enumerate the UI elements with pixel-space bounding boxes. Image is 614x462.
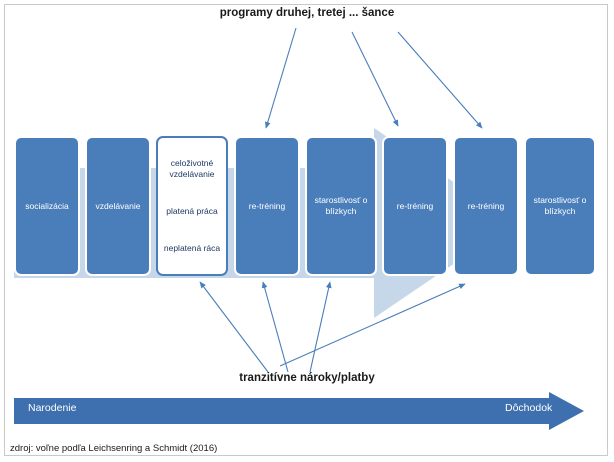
box-vzdelavanie-label: vzdelávanie (95, 200, 141, 211)
box-starostlivost-1[interactable]: starostlivosť o blízkych (305, 136, 377, 276)
box-starostlivost-2-label: starostlivosť o blízkych (533, 195, 587, 216)
lifecourse-box-row: socializácia vzdelávanie celoživotné vzd… (14, 136, 602, 276)
box-socializacia[interactable]: socializácia (14, 136, 80, 276)
title-top-label: programy druhej, tretej ... šance (219, 7, 395, 19)
box-re-trening-1[interactable]: re-tréning (234, 136, 300, 276)
box-starostlivost-1-label: starostlivosť o blízkych (314, 195, 368, 216)
box-re-trening-2-label: re-tréning (396, 200, 434, 211)
box-re-trening-3[interactable]: re-tréning (453, 136, 519, 276)
box-vzdelavanie[interactable]: vzdelávanie (85, 136, 151, 276)
box-celozivotne-vzdelavanie[interactable]: celoživotné vzdelávanie platená práca ne… (156, 136, 228, 276)
box-celozivotne-line1: celoživotné vzdelávanie (169, 158, 215, 179)
timeline-arrow (14, 392, 584, 430)
timeline-end-label: Dôchodok (505, 402, 553, 414)
timeline-start-label: Narodenie (28, 402, 77, 414)
box-starostlivost-2[interactable]: starostlivosť o blízkych (524, 136, 596, 276)
box-re-trening-2[interactable]: re-tréning (382, 136, 448, 276)
title-bottom-label: tranzitívne nároky/platby (239, 372, 375, 384)
box-socializacia-label: socializácia (25, 200, 69, 211)
source-note: zdroj: voľne podľa Leichsenring a Schmid… (10, 443, 218, 454)
box-re-trening-1-label: re-tréning (248, 200, 286, 211)
box-re-trening-3-label: re-tréning (467, 200, 505, 211)
box-celozivotne-line2: platená práca (166, 206, 218, 216)
box-celozivotne-line3: neplatená ráca (163, 243, 221, 253)
diagram-frame (4, 4, 608, 456)
